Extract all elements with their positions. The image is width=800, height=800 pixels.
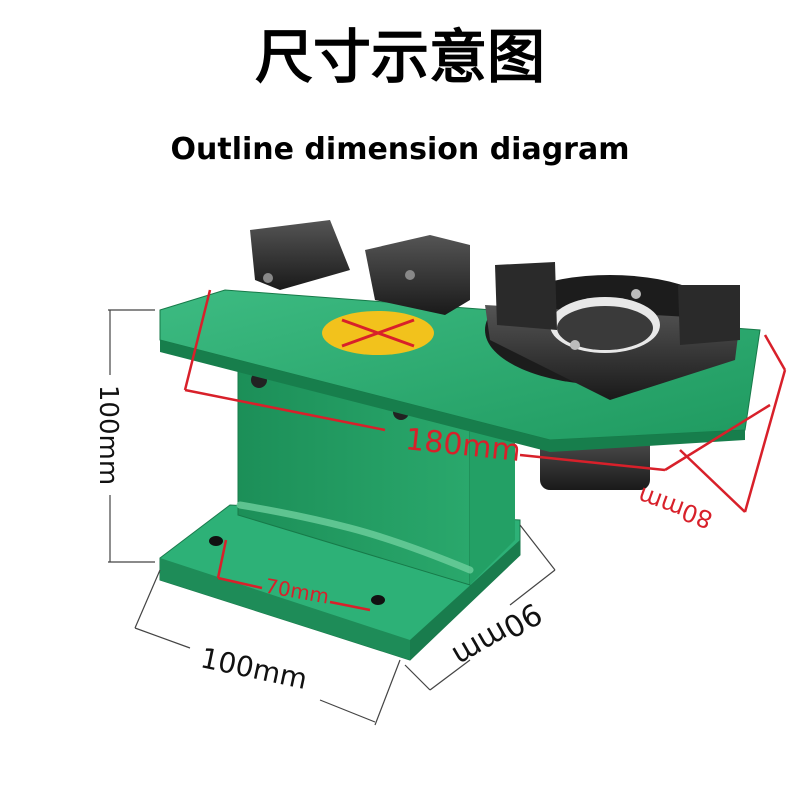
base-hole-left [209, 536, 223, 546]
dimension-hole-spacing [216, 539, 371, 612]
dimension-base-length [134, 569, 401, 726]
base-plate-edge [160, 558, 410, 660]
base-plate-side [410, 540, 520, 660]
chinese-title: 尺寸示意图 [254, 23, 545, 91]
dimension-height-left [108, 309, 155, 563]
english-title: Outline dimension diagram [170, 132, 630, 167]
round-holder-right [485, 262, 740, 400]
fork-holder-left [250, 220, 470, 315]
base-length-label: 100mm [198, 641, 311, 696]
weld-bead [236, 501, 474, 574]
center-mark-cross-b [341, 318, 415, 348]
width-label: 80mm [634, 481, 716, 534]
dimension-base-width [404, 524, 556, 691]
vertical-support-side [470, 400, 515, 585]
dimension-length-top [183, 289, 771, 472]
top-plate-edge [160, 340, 745, 452]
dimension-width-right [679, 334, 787, 513]
base-hole-right [371, 595, 385, 605]
height-label: 100mm [93, 385, 123, 485]
